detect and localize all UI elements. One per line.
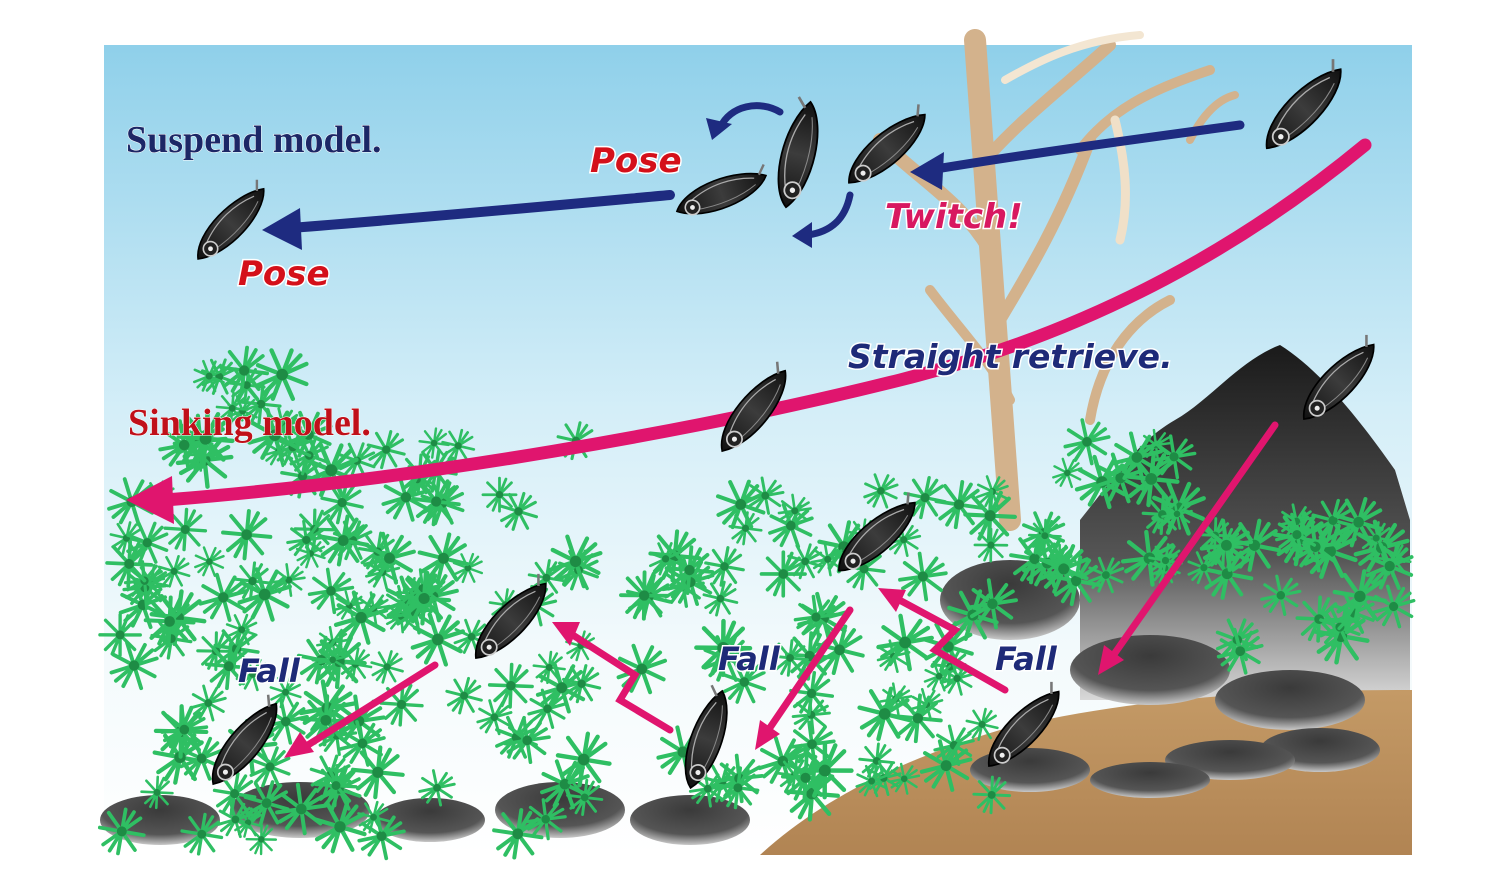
sinking-model-heading: Sinking model.	[128, 402, 371, 444]
pose-label-left: Pose	[238, 254, 330, 294]
suspend-model-heading: Suspend model.	[126, 119, 382, 161]
weed-cluster	[142, 594, 197, 649]
submerged-branches	[873, 29, 1239, 531]
weed-cluster	[618, 569, 670, 622]
weed-cluster	[487, 661, 535, 710]
fall-label-right: Fall	[995, 640, 1058, 678]
fall-label-left: Fall	[238, 652, 301, 690]
suspend-model-arrows	[262, 102, 1245, 250]
weed-cluster	[139, 774, 175, 810]
weed-cluster	[973, 527, 1009, 563]
twitch-label: Twitch!	[885, 197, 1023, 237]
pose-label-upper: Pose	[590, 141, 682, 181]
weed-cluster	[313, 762, 359, 809]
fall-label-middle: Fall	[718, 640, 781, 678]
weed-cluster	[397, 572, 450, 625]
sinking-model-arrows	[126, 138, 1372, 758]
weed-cluster	[779, 752, 832, 804]
weed-cluster	[245, 823, 278, 856]
weed-cluster	[98, 613, 142, 657]
weed-cluster	[971, 774, 1012, 815]
straight-retrieve-label: Straight retrieve.	[848, 337, 1173, 376]
